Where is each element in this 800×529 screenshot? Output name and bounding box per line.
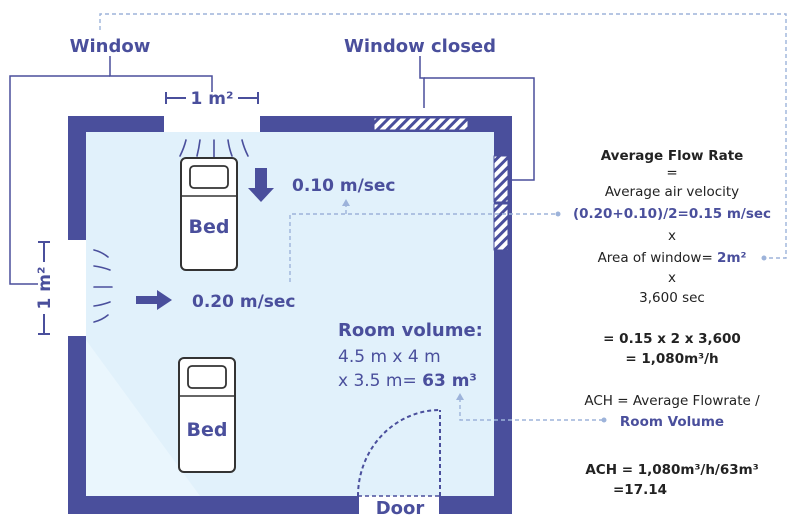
calc-result2: = 1,080m³/h bbox=[625, 351, 718, 367]
room-volume-value: 63 m³ bbox=[422, 371, 477, 391]
window-closed-side-2 bbox=[493, 203, 509, 251]
wall-left-bottom bbox=[68, 336, 86, 514]
area-left-label: 1 m² bbox=[35, 267, 55, 310]
bed-label-top: Bed bbox=[189, 216, 230, 238]
calc-eq: = bbox=[666, 165, 677, 181]
bed-pillow bbox=[189, 165, 229, 189]
calc-x1: x bbox=[668, 228, 676, 244]
connector-arrow-icon bbox=[342, 199, 350, 206]
bed-bottom bbox=[178, 357, 236, 473]
calc-result1: = 0.15 x 2 x 3,600 bbox=[603, 331, 741, 347]
connector-dot-velocity bbox=[555, 211, 561, 217]
airflow-lines-left-icon bbox=[93, 249, 113, 323]
bed-pillow bbox=[187, 365, 227, 389]
room-volume-title: Room volume: bbox=[338, 320, 483, 341]
ach-result2: =17.14 bbox=[613, 482, 667, 498]
ach-line1: ACH = Average Flowrate / bbox=[584, 393, 760, 409]
calculation-panel: Average Flow Rate = Average air velocity… bbox=[573, 148, 771, 498]
calc-x2: x bbox=[668, 270, 676, 286]
light-cone bbox=[86, 340, 200, 496]
door-label: Door bbox=[376, 498, 425, 519]
room-volume-line2: x 3.5 m= 63 m³ bbox=[338, 371, 477, 391]
calc-area-value: 2m² bbox=[717, 250, 746, 266]
connector-area bbox=[99, 13, 787, 259]
calc-velocity-formula: (0.20+0.10)/2=0.15 m/sec bbox=[573, 206, 771, 222]
room-volume-line1: 4.5 m x 4 m bbox=[338, 347, 441, 367]
window-top-open bbox=[164, 116, 260, 132]
calc-title: Average Flow Rate bbox=[601, 148, 744, 164]
area-top-label: 1 m² bbox=[191, 89, 234, 109]
window-closed-side-1 bbox=[493, 155, 509, 203]
calc-area-prefix: Area of window= bbox=[598, 250, 717, 266]
calc-area: Area of window= 2m² bbox=[598, 250, 747, 266]
bed-label-bottom: Bed bbox=[187, 419, 228, 441]
wall-left-top bbox=[68, 116, 86, 240]
connector-arrow-volume-icon bbox=[456, 393, 464, 400]
velocity-top-label: 0.10 m/sec bbox=[292, 176, 396, 196]
leader-window-closed-side bbox=[424, 77, 535, 181]
door-swing-icon bbox=[357, 409, 441, 497]
arrow-down-icon bbox=[248, 168, 274, 202]
leader-window-top bbox=[109, 56, 213, 92]
connector-room-volume bbox=[459, 398, 604, 421]
window-left-open bbox=[68, 240, 86, 336]
window-label: Window bbox=[70, 36, 151, 57]
wall-bottom-right bbox=[440, 496, 512, 514]
calc-velocity-line: Average air velocity bbox=[605, 184, 739, 200]
door-gap bbox=[358, 496, 440, 514]
arrow-right-icon bbox=[136, 290, 172, 310]
window-closed-label: Window closed bbox=[344, 36, 496, 57]
connector-velocity bbox=[289, 213, 558, 282]
wall-top-left bbox=[68, 116, 164, 132]
room-volume-prefix: x 3.5 m= bbox=[338, 371, 422, 391]
velocity-left-label: 0.20 m/sec bbox=[192, 292, 296, 312]
airflow-lines-icon bbox=[179, 139, 249, 159]
calc-seconds: 3,600 sec bbox=[639, 290, 705, 306]
wall-bottom-left bbox=[68, 496, 358, 514]
ach-result1: ACH = 1,080m³/h/63m³ bbox=[585, 462, 758, 478]
dashed-connectors bbox=[99, 13, 787, 421]
connector-dot-area bbox=[761, 255, 767, 261]
bed-top bbox=[180, 157, 238, 271]
leader-window-left bbox=[9, 75, 110, 285]
ach-line2: Room Volume bbox=[620, 414, 724, 430]
connector-dot-volume bbox=[601, 417, 607, 423]
leader-window-closed bbox=[419, 56, 425, 108]
window-closed-top bbox=[373, 117, 469, 131]
